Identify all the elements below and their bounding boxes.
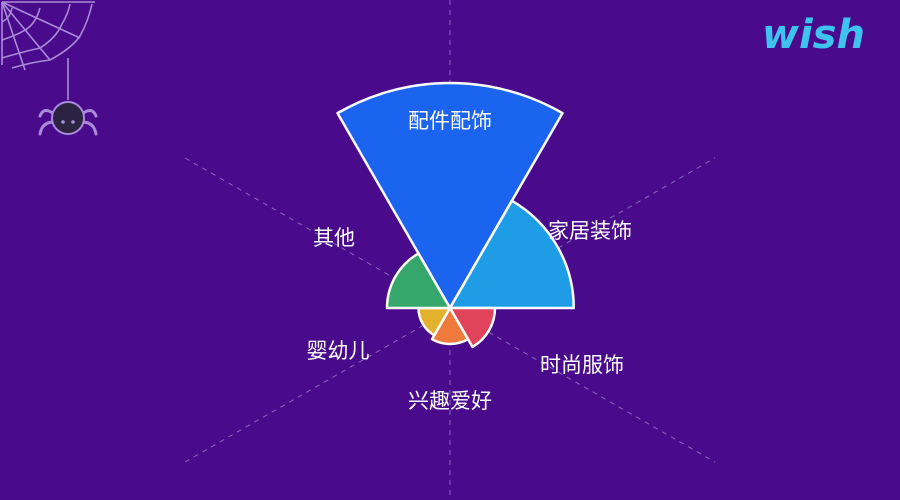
rose-slice-6[interactable]	[385, 252, 452, 310]
rose-slice-2[interactable]	[448, 199, 575, 310]
guide-line-diagonal-a	[184, 157, 716, 463]
rose-slice-label-3: 时尚服饰	[540, 353, 624, 377]
rose-slice-label-2: 家居装饰	[548, 219, 632, 243]
rose-slice-label-4: 兴趣爱好	[408, 389, 492, 413]
rose-slice-label-6: 其他	[313, 226, 355, 250]
rose-slices	[336, 81, 575, 349]
rose-slice-label-1: 配件配饰	[408, 109, 492, 133]
spider-web-icon	[1, 1, 95, 71]
rose-slice-3[interactable]	[448, 306, 497, 349]
rose-slice-1[interactable]	[336, 81, 564, 310]
spider-icon	[38, 58, 98, 136]
wish-logo: wish	[762, 12, 865, 58]
rose-slice-label-5: 婴幼儿	[307, 339, 370, 363]
guide-line-diagonal-b	[184, 157, 716, 463]
rose-slice-4[interactable]	[430, 306, 470, 346]
